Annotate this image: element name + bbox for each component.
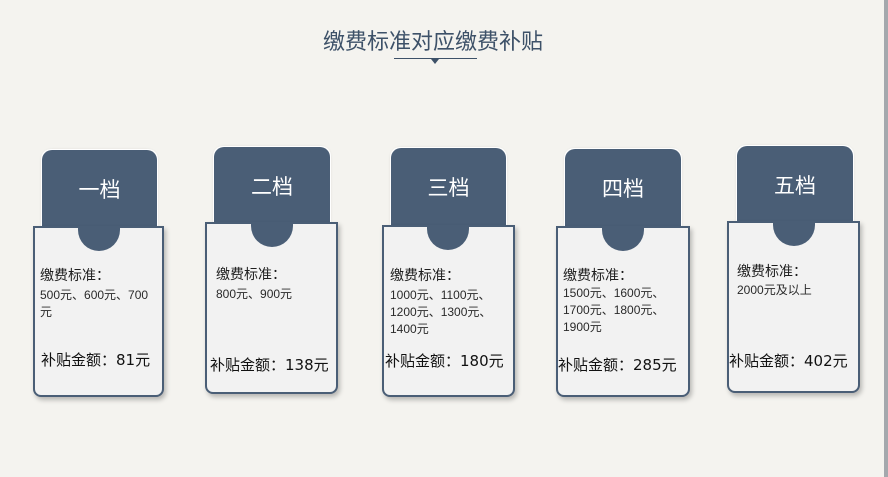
tier-label: 二档 [251, 175, 293, 199]
vertical-scrollbar[interactable] [884, 0, 888, 477]
subsidy-amount: 补贴金额：138元 [210, 356, 329, 374]
tier-tab: 五档 [737, 146, 853, 223]
standard-label: 缴费标准： [40, 268, 110, 284]
standard-label: 缴费标准： [390, 268, 460, 284]
standard-values-line: 1500元、1600元、 [563, 286, 665, 300]
tier-tab: 二档 [214, 147, 330, 224]
standard-values: 1000元、1100元、 1200元、1300元、 1400元 [390, 287, 512, 338]
tier-body [33, 226, 164, 397]
standard-label: 缴费标准： [737, 264, 807, 280]
tier-body [556, 226, 690, 397]
subsidy-amount: 补贴金额：180元 [385, 352, 504, 370]
standard-values-line: 元 [40, 305, 53, 319]
tier-label: 三档 [427, 176, 470, 200]
standard-values-line: 1900元 [563, 320, 602, 334]
standard-values-line: 500元、600元、700 [40, 288, 149, 302]
tier-body [382, 225, 515, 397]
title-pointer-triangle [431, 59, 439, 64]
standard-values-line: 1400元 [390, 322, 429, 336]
tier-tab: 四档 [565, 149, 681, 227]
subsidy-amount: 补贴金额：81元 [41, 351, 151, 369]
tier-tab: 一档 [42, 150, 157, 228]
tier-label: 一档 [78, 178, 121, 202]
standard-values-line: 1000元、1100元、 [390, 288, 491, 302]
tier-label: 四档 [602, 177, 644, 201]
standard-values: 500元、600元、700 元 [40, 287, 164, 321]
standard-values: 800元、900元 [216, 287, 293, 301]
tier-tab: 三档 [391, 148, 506, 226]
tier-body [727, 221, 860, 393]
subsidy-amount: 补贴金额：285元 [558, 356, 677, 374]
page-title: 缴费标准对应缴费补贴 [322, 30, 543, 55]
standard-values-line: 1700元、1800元、 [563, 303, 665, 317]
standard-values: 2000元及以上 [737, 283, 812, 297]
tier-body [205, 222, 338, 394]
tier-label: 五档 [774, 174, 816, 198]
standard-values: 1500元、1600元、 1700元、1800元、 1900元 [563, 285, 687, 336]
standard-label: 缴费标准： [216, 267, 286, 283]
standard-values-line: 1200元、1300元、 [390, 305, 492, 319]
title-underline [394, 58, 477, 59]
subsidy-amount: 补贴金额：402元 [729, 352, 848, 370]
standard-label: 缴费标准： [563, 268, 633, 284]
